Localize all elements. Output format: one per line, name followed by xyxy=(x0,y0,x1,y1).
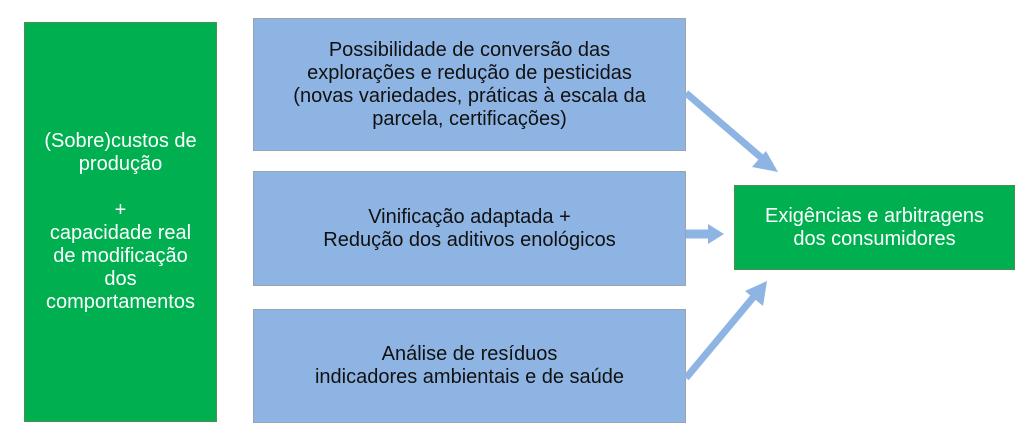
arrow-bot-head xyxy=(745,281,767,306)
arrow-top-to-consumers xyxy=(683,90,767,163)
conversion-line-4: parcela, certificações) xyxy=(372,107,567,130)
residue-line-2: indicadores ambientais e de saúde xyxy=(314,366,625,388)
left-box-line-1: (Sobre)custos de xyxy=(44,130,197,152)
vinification-box: Vinificação adaptada + Redução dos aditi… xyxy=(253,171,686,286)
arrow-bot-to-consumers xyxy=(683,291,759,381)
left-box-line-5: de modificação xyxy=(53,245,188,267)
residue-analysis-box: Análise de resíduos indicadores ambienta… xyxy=(253,309,686,423)
left-factor-box: (Sobre)custos de produção + capacidade r… xyxy=(24,22,217,422)
consumer-demands-box: Exigências e arbitragens dos consumidore… xyxy=(734,185,1015,270)
consumer-line-2: dos consumidores xyxy=(793,227,956,250)
conversion-line-2: explorações e redução de pesticidas xyxy=(307,61,632,84)
consumer-line-1: Exigências e arbitragens xyxy=(764,204,984,227)
conversion-line-1: Possibilidade de conversão das xyxy=(328,38,611,61)
conversion-line-3: (novas variedades, práticas à escala da xyxy=(293,84,646,107)
arrow-mid-head xyxy=(708,224,724,244)
left-box-line-6: dos xyxy=(104,268,137,290)
arrow-top-head xyxy=(752,151,778,172)
left-box-plus: + xyxy=(114,199,127,221)
residue-line-1: Análise de resíduos xyxy=(381,343,558,365)
conversion-box: Possibilidade de conversão das exploraçõ… xyxy=(253,18,686,151)
left-box-line-4: capacidade real xyxy=(49,222,192,244)
left-box-line-2: produção xyxy=(78,153,163,175)
left-box-line-7: comportamentos xyxy=(46,291,195,313)
vinification-line-2: Redução dos aditivos enológicos xyxy=(323,228,616,251)
vinification-line-1: Vinificação adaptada + xyxy=(368,205,571,228)
